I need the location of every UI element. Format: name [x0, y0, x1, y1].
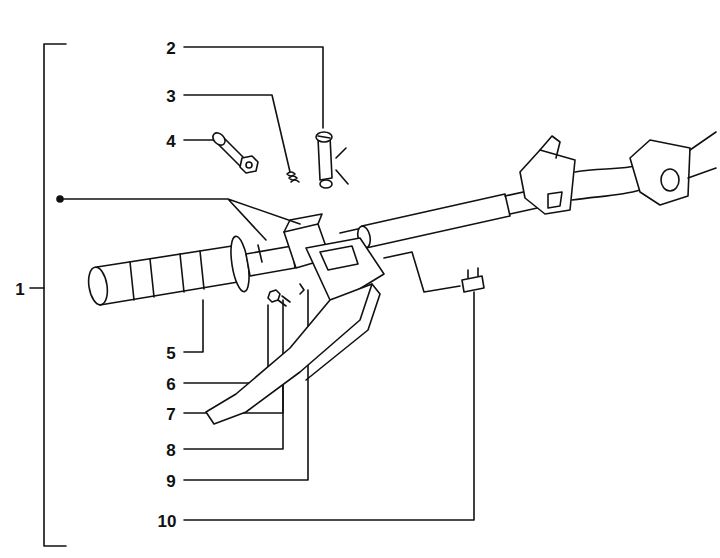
small-screw	[278, 296, 290, 306]
wire	[384, 252, 460, 292]
mount-hole	[661, 169, 679, 191]
group-bracket	[44, 44, 66, 546]
brake-lever	[206, 284, 372, 424]
screw-slot	[318, 136, 330, 138]
handlebar	[362, 194, 510, 248]
handlebar	[572, 165, 640, 200]
callout-number: 7	[166, 406, 175, 423]
switch-terminal	[468, 268, 478, 278]
leader-line	[63, 199, 300, 240]
leader-line	[184, 95, 290, 172]
leader-dot	[57, 196, 63, 202]
leader-line	[184, 47, 323, 128]
callout-number: 10	[158, 513, 177, 530]
grip-end	[86, 266, 110, 306]
throttle-tube	[246, 246, 295, 276]
callout-number: 3	[166, 88, 175, 105]
screw-head	[316, 132, 332, 142]
leader-line	[184, 300, 203, 352]
lever-housing	[306, 238, 384, 300]
callout-number: 4	[166, 133, 175, 150]
callout-number: 1	[15, 281, 24, 298]
lever-pad	[320, 246, 358, 270]
callout-number: 8	[166, 442, 175, 459]
callout-number: 9	[166, 473, 175, 490]
throttle-slot	[258, 245, 262, 262]
leader-line	[184, 139, 216, 141]
mount-clamp	[540, 136, 562, 208]
nut	[240, 156, 258, 173]
handlebar	[688, 132, 716, 178]
leader-line	[336, 148, 348, 184]
callout-number: 6	[166, 376, 175, 393]
grip-groove	[130, 251, 204, 300]
nut	[320, 180, 332, 188]
bolt-head	[211, 131, 228, 148]
brake-switch	[462, 276, 484, 292]
nut-hole	[246, 162, 252, 168]
spring	[287, 172, 299, 182]
grip	[97, 246, 238, 305]
callout-number: 2	[166, 40, 175, 57]
leader-line	[30, 287, 44, 289]
pin	[300, 284, 304, 294]
brake-lever	[306, 284, 380, 380]
lever-clamp	[284, 214, 322, 232]
callout-number: 5	[166, 345, 175, 362]
leader-line	[184, 305, 268, 383]
mount-clamp	[630, 140, 690, 205]
